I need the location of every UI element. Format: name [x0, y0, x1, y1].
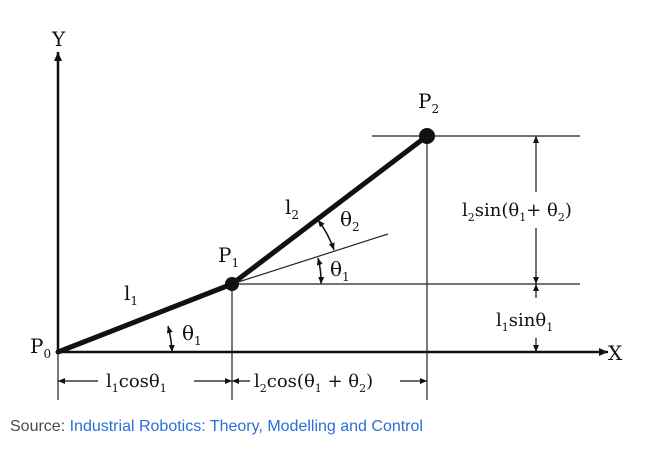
- y-axis-label: Y: [51, 27, 66, 51]
- p1-label: P1: [218, 243, 239, 270]
- theta1-arc-p1: [316, 257, 325, 285]
- theta2-arc: [317, 219, 335, 251]
- link-2: [229, 133, 430, 287]
- p2-label: P2: [418, 89, 439, 116]
- source-prefix: Source:: [10, 418, 70, 435]
- two-link-arm-diagram: Y X P0 P1 P2 l1 l2 θ1 θ1 θ2 l2sin(θ1+ θ2…: [30, 27, 623, 400]
- joint-p2: [419, 128, 435, 144]
- l2cos-label: l2cos(θ1 + θ2): [254, 371, 373, 395]
- l2-label: l2: [285, 195, 299, 222]
- x-axis-label: X: [608, 341, 623, 365]
- link-1: [55, 281, 235, 355]
- l2sin-label: l2sin(θ1+ θ2): [462, 200, 572, 224]
- joint-p1: [225, 277, 239, 291]
- l1cos-label: l1cosθ1: [106, 371, 167, 395]
- theta1-arc-base: [166, 325, 175, 353]
- l1sin-label: l1sinθ1: [496, 310, 553, 334]
- p1-extension-line: [231, 233, 389, 285]
- theta2-label: θ2: [340, 207, 360, 234]
- l1-label: l1: [124, 281, 138, 308]
- theta1-label-base: θ1: [182, 321, 202, 348]
- source-link[interactable]: Industrial Robotics: Theory, Modelling a…: [69, 418, 423, 435]
- theta1-label-p1: θ1: [330, 257, 350, 284]
- source-caption: Source: Industrial Robotics: Theory, Mod…: [10, 418, 423, 436]
- p0-label: P0: [30, 334, 51, 361]
